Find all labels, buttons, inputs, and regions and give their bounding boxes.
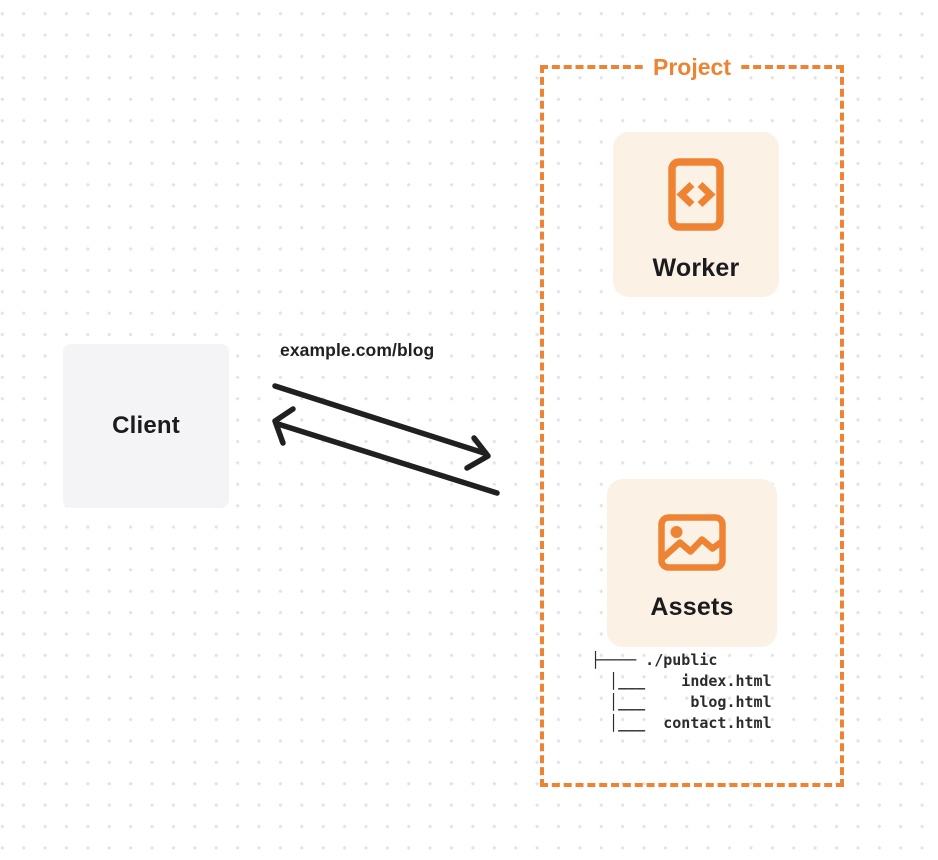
worker-card: Worker [613,132,779,297]
assets-label: Assets [650,593,734,621]
arrow-client-to-project [272,383,491,471]
assets-file-tree: ├──── ./public │___ index.html │___ blog… [591,650,772,734]
file-tree-line-public: ├──── ./public [591,651,718,669]
client-box: Client [63,344,229,508]
request-url-label: example.com/blog [280,340,435,360]
client-label: Client [112,412,180,439]
assets-card: Assets [607,479,777,647]
file-tree-line-blog: │___ blog.html [591,693,772,711]
arrow-project-to-client [272,406,500,496]
project-boundary: Project [540,51,844,787]
image-icon [658,514,726,571]
project-title: Project [643,51,741,83]
worker-label: Worker [652,254,740,282]
file-tree-line-index: │___ index.html [591,672,772,690]
code-icon [668,158,724,231]
file-tree-line-contact: │___ contact.html [591,714,772,732]
